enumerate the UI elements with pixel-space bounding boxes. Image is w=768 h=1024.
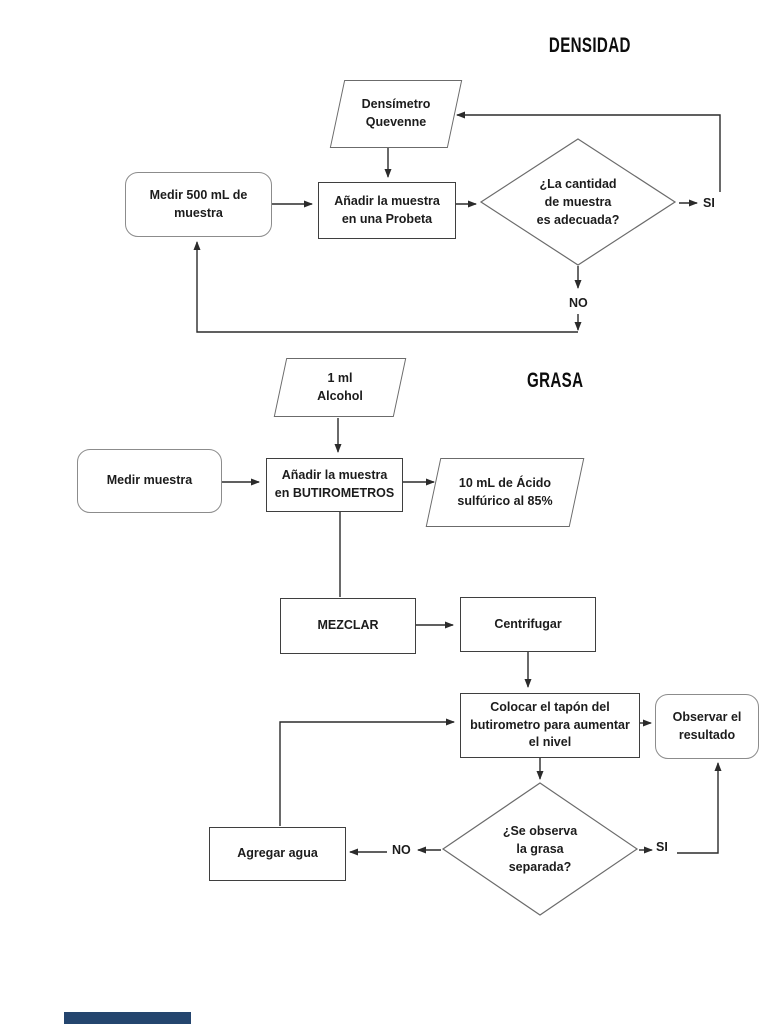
grasa-anadir-label: Añadir la muestra en BUTIROMETROS <box>274 468 395 500</box>
grasa-medir-node: Medir muestra <box>77 449 222 513</box>
densidad-connectors <box>193 111 721 333</box>
densidad-no-label: NO <box>569 296 588 310</box>
grasa-observar-label: Observar el resultado <box>672 709 742 742</box>
grasa-connectors <box>222 418 722 856</box>
grasa-si-label: SI <box>656 840 668 854</box>
grasa-colocar-node: Colocar el tapón del butirometro para au… <box>460 693 640 758</box>
grasa-anadir-node: Añadir la muestra en BUTIROMETROS <box>266 458 403 512</box>
densidad-title: DENSIDAD <box>549 34 631 57</box>
grasa-acido-parallelogram: 10 mL de Ácido sulfúrico al 85% <box>425 458 585 527</box>
decision-diamonds <box>441 138 677 916</box>
grasa-agregar-node: Agregar agua <box>209 827 346 881</box>
grasa-mezclar-node: MEZCLAR <box>280 598 416 654</box>
grasa-decision-node: ¿Se observa la grasa separada? <box>455 809 625 891</box>
grasa-mezclar-label: MEZCLAR <box>317 618 379 633</box>
grasa-alcohol-label: 1 ml Alcohol <box>317 370 363 403</box>
densidad-anadir-node: Añadir la muestra en una Probeta <box>318 182 456 239</box>
grasa-centrifugar-node: Centrifugar <box>460 597 596 652</box>
grasa-title: GRASA <box>526 369 584 392</box>
grasa-alcohol-parallelogram: 1 ml Alcohol <box>273 358 407 417</box>
grasa-observar-node: Observar el resultado <box>655 694 759 759</box>
grasa-decision-label: ¿Se observa la grasa separada? <box>502 824 578 874</box>
densidad-anadir-label: Añadir la muestra en una Probeta <box>334 193 440 226</box>
grasa-acido-label: 10 mL de Ácido sulfúrico al 85% <box>457 475 553 508</box>
footer-accent-bar <box>64 1012 191 1024</box>
densidad-decision-label: ¿La cantidad de muestra es adecuada? <box>536 177 620 227</box>
densidad-decision-node: ¿La cantidad de muestra es adecuada? <box>493 163 663 243</box>
densidad-medir-node: Medir 500 mL de muestra <box>125 172 272 237</box>
grasa-no-label: NO <box>392 843 411 857</box>
grasa-agregar-label: Agregar agua <box>237 846 318 861</box>
grasa-colocar-label: Colocar el tapón del butirometro para au… <box>470 699 630 750</box>
densidad-densimetro-label: Densímetro Quevenne <box>361 97 431 129</box>
densidad-medir-label: Medir 500 mL de muestra <box>149 187 248 220</box>
grasa-centrifugar-label: Centrifugar <box>494 616 562 631</box>
densidad-decision-diamond <box>479 138 677 266</box>
densidad-densimetro-parallelogram: Densímetro Quevenne <box>329 80 463 148</box>
grasa-decision-diamond <box>441 782 639 916</box>
grasa-medir-label: Medir muestra <box>106 473 193 488</box>
densidad-si-label: SI <box>703 196 715 210</box>
